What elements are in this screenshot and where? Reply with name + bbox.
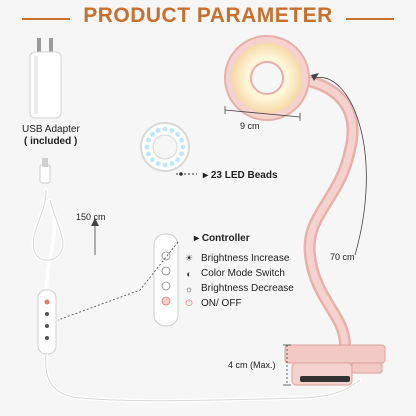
controller-arrow-icon: ▸ xyxy=(194,233,202,244)
sun-plus-icon: ☀ xyxy=(184,253,194,263)
led-bead xyxy=(155,161,161,167)
header-divider-right xyxy=(346,18,394,20)
led-bead xyxy=(179,137,185,143)
sun-minus-icon: ☼ xyxy=(184,283,194,294)
controller-item-label: ON/ OFF xyxy=(201,298,242,309)
controller-item-label: Color Mode Switch xyxy=(201,268,285,279)
usb-adapter-image xyxy=(29,38,62,119)
inline-controller-image xyxy=(37,289,57,355)
usb-plug-image xyxy=(39,158,51,184)
controller-item-label: Brightness Increase xyxy=(201,253,290,264)
led-bead xyxy=(149,131,155,137)
led-bead xyxy=(179,151,185,157)
led-bead xyxy=(146,137,151,143)
controller-detail-image xyxy=(153,233,179,327)
led-arrow-icon: ▸ xyxy=(203,170,211,181)
usb-cable-outline xyxy=(32,189,361,402)
clamp-image xyxy=(284,344,386,386)
usb-adapter-label: USB Adapter xyxy=(22,124,80,135)
led-bead xyxy=(180,144,186,150)
led-bead xyxy=(155,127,161,133)
led-bead xyxy=(175,157,181,163)
controller-item-power: ⏻ ON/ OFF xyxy=(183,296,294,311)
led-bead xyxy=(146,151,151,157)
cable-length-label: 150 cm xyxy=(76,212,106,222)
led-bead xyxy=(169,161,175,167)
led-beads-label: ▸ 23 LED Beads xyxy=(203,170,278,181)
header: PRODUCT PARAMETER xyxy=(0,0,416,36)
led-bead xyxy=(162,126,168,132)
header-divider-left xyxy=(22,18,70,20)
led-bead xyxy=(144,144,150,150)
clamp-opening-label: 4 cm (Max.) xyxy=(228,360,276,370)
controller-item-color-mode: ◐ Color Mode Switch xyxy=(183,266,294,281)
ring-width-label: 9 cm xyxy=(240,121,260,131)
controller-item-label: Brightness Decrease xyxy=(201,283,294,294)
mode-switch-icon: ◐ xyxy=(186,268,192,279)
usb-adapter-included-label: ( included ) xyxy=(24,136,78,147)
led-ring-image xyxy=(140,122,190,172)
power-icon: ⏻ xyxy=(185,298,193,308)
led-bead xyxy=(162,162,168,168)
controller-item-brightness-increase: ☀ Brightness Increase xyxy=(183,251,294,266)
led-bead xyxy=(149,157,155,163)
led-bead xyxy=(169,127,175,133)
controller-heading: ▸ Controller xyxy=(194,233,250,244)
page-title: PRODUCT PARAMETER xyxy=(83,4,333,27)
gooseneck-arm-image xyxy=(299,74,359,351)
ring-lamp-head-image xyxy=(224,35,310,121)
gooseneck-length-label: 70 cm xyxy=(330,252,355,262)
led-bead xyxy=(175,131,181,137)
controller-heading-text: Controller xyxy=(201,233,250,244)
led-beads-text: 23 LED Beads xyxy=(210,170,278,181)
controller-item-brightness-decrease: ☼ Brightness Decrease xyxy=(183,281,294,296)
controller-legend: ☀ Brightness Increase ◐ Color Mode Switc… xyxy=(183,251,294,311)
